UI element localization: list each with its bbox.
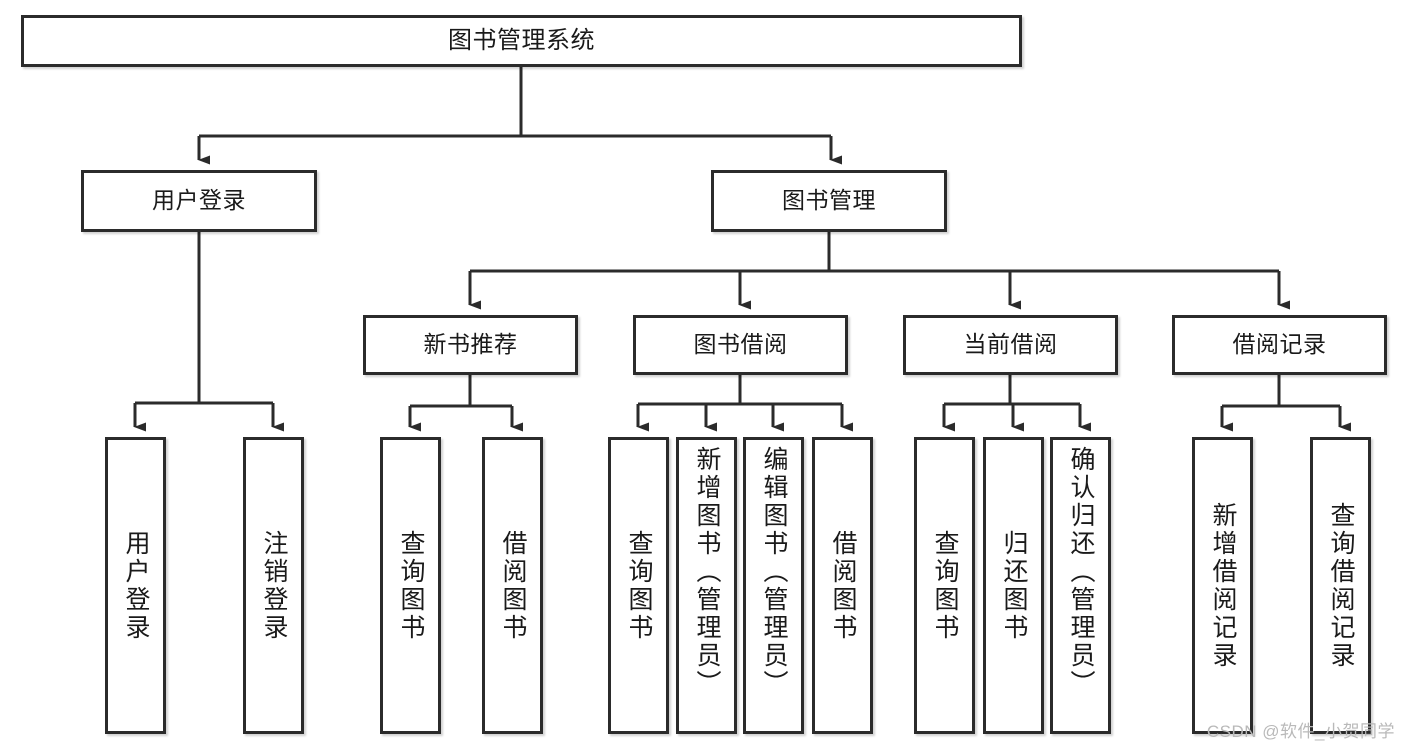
node-leaf-query-book-3-label: 查询图书 bbox=[931, 529, 959, 642]
node-leaf-query-book-2[interactable]: 查询图书 bbox=[608, 437, 669, 734]
node-leaf-user-logout[interactable]: 注销登录 bbox=[243, 437, 304, 734]
node-leaf-query-book-1[interactable]: 查询图书 bbox=[380, 437, 441, 734]
node-leaf-query-book-2-label: 查询图书 bbox=[625, 529, 653, 642]
node-borrow-record-label: 借阅记录 bbox=[1232, 331, 1327, 358]
node-leaf-add-book[interactable]: 新增图书（管理员） bbox=[676, 437, 737, 734]
node-leaf-query-record[interactable]: 查询借阅记录 bbox=[1310, 437, 1371, 734]
node-book-management[interactable]: 图书管理 bbox=[711, 170, 947, 232]
node-leaf-return-book-label: 归还图书 bbox=[1000, 529, 1028, 642]
node-leaf-return-book[interactable]: 归还图书 bbox=[983, 437, 1044, 734]
node-leaf-edit-book[interactable]: 编辑图书（管理员） bbox=[743, 437, 804, 734]
node-leaf-add-record[interactable]: 新增借阅记录 bbox=[1192, 437, 1253, 734]
node-current-borrow[interactable]: 当前借阅 bbox=[903, 315, 1118, 375]
node-leaf-query-book-3[interactable]: 查询图书 bbox=[914, 437, 975, 734]
node-user-login[interactable]: 用户登录 bbox=[81, 170, 317, 232]
node-current-borrow-label: 当前借阅 bbox=[963, 331, 1058, 358]
node-root-label: 图书管理系统 bbox=[448, 26, 595, 54]
node-leaf-borrow-book-1[interactable]: 借阅图书 bbox=[482, 437, 543, 734]
node-leaf-borrow-book-1-label: 借阅图书 bbox=[499, 529, 527, 642]
node-new-book-recommend-label: 新书推荐 bbox=[423, 331, 518, 358]
node-leaf-user-logout-label: 注销登录 bbox=[260, 529, 288, 642]
node-leaf-add-book-label: 新增图书（管理员） bbox=[693, 446, 721, 698]
node-leaf-query-book-1-label: 查询图书 bbox=[397, 529, 425, 642]
node-root[interactable]: 图书管理系统 bbox=[21, 15, 1022, 67]
node-leaf-user-login-label: 用户登录 bbox=[122, 529, 150, 642]
node-book-borrow-label: 图书借阅 bbox=[693, 331, 788, 358]
node-leaf-confirm-return-label: 确认归还（管理员） bbox=[1067, 446, 1095, 698]
node-book-management-label: 图书管理 bbox=[782, 187, 876, 214]
node-leaf-query-record-label: 查询借阅记录 bbox=[1327, 501, 1355, 670]
node-book-borrow[interactable]: 图书借阅 bbox=[633, 315, 848, 375]
node-leaf-add-record-label: 新增借阅记录 bbox=[1209, 501, 1237, 670]
watermark-text: CSDN @软件_小贺同学 bbox=[1206, 722, 1395, 741]
node-leaf-borrow-book-2-label: 借阅图书 bbox=[829, 529, 857, 642]
node-leaf-confirm-return[interactable]: 确认归还（管理员） bbox=[1050, 437, 1111, 734]
node-leaf-user-login[interactable]: 用户登录 bbox=[105, 437, 166, 734]
node-new-book-recommend[interactable]: 新书推荐 bbox=[363, 315, 578, 375]
node-leaf-borrow-book-2[interactable]: 借阅图书 bbox=[812, 437, 873, 734]
node-user-login-label: 用户登录 bbox=[152, 187, 246, 214]
node-borrow-record[interactable]: 借阅记录 bbox=[1172, 315, 1387, 375]
node-leaf-edit-book-label: 编辑图书（管理员） bbox=[760, 446, 788, 698]
